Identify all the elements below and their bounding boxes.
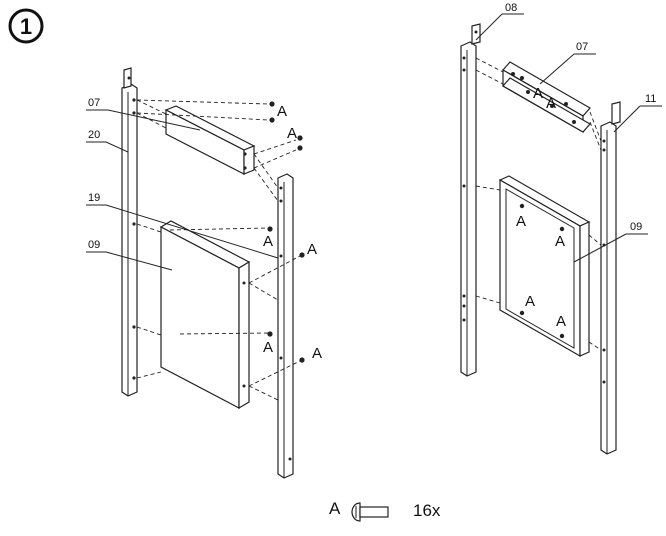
bolt-icon [269,101,275,107]
part-label-09: 09 [88,239,100,251]
part-label-20: 20 [88,129,100,141]
hardware-label: A [556,313,566,330]
bolt-icon [297,135,303,141]
step-number: 1 [20,14,32,39]
bolt-icon [299,252,305,258]
right-side-panel [498,175,591,358]
hardware-label: A [555,233,565,250]
part-label-09: 09 [630,221,642,233]
hardware-label: A [277,103,287,120]
hardware-label: A [307,241,317,258]
bolt-icon [299,357,305,363]
right-front-post [600,101,621,455]
bolt-icon [267,331,273,337]
left-back-post [121,67,138,397]
hardware-label: A [516,213,526,230]
bolt-icon [297,145,303,151]
hardware-label: A [263,233,273,250]
hardware-label: A [287,125,297,142]
part-label-07: 07 [576,41,588,53]
part-label-08: 08 [505,2,517,14]
part-label-19: 19 [88,192,100,204]
hardware-label: A [263,339,273,356]
hardware-label: A [533,85,543,102]
legend-letter: A [329,499,341,518]
bolt-icon [269,117,275,123]
hardware-label: A [525,293,535,310]
right-assembly-guides [475,57,602,351]
hardware-quantity: 16x [413,501,441,520]
hardware-label: A [546,95,556,112]
right-part-callouts: 08 07 11 09 [475,2,662,263]
part-label-11: 11 [645,93,656,105]
right-assembly: A A A A A A 08 07 11 09 [460,2,662,455]
part-label-07: 07 [88,97,100,109]
left-assembly-guides [136,99,301,401]
bolt-icon [351,502,389,522]
left-assembly: A A A A A A 07 20 19 09 [86,67,322,479]
hardware-legend: A 16x [329,499,441,522]
step-badge: 1 [8,8,44,44]
right-bolt-markers: A A A A A A [516,85,566,330]
right-top-beam [502,61,591,134]
left-side-panel [159,220,251,410]
bolt-icon [267,226,273,232]
left-bolt-markers: A A A A A A [263,101,322,363]
right-back-post [460,23,481,377]
left-part-callouts: 07 20 19 09 [86,97,279,271]
left-front-post [277,173,294,479]
left-top-beam [164,105,256,175]
hardware-label: A [312,345,322,362]
